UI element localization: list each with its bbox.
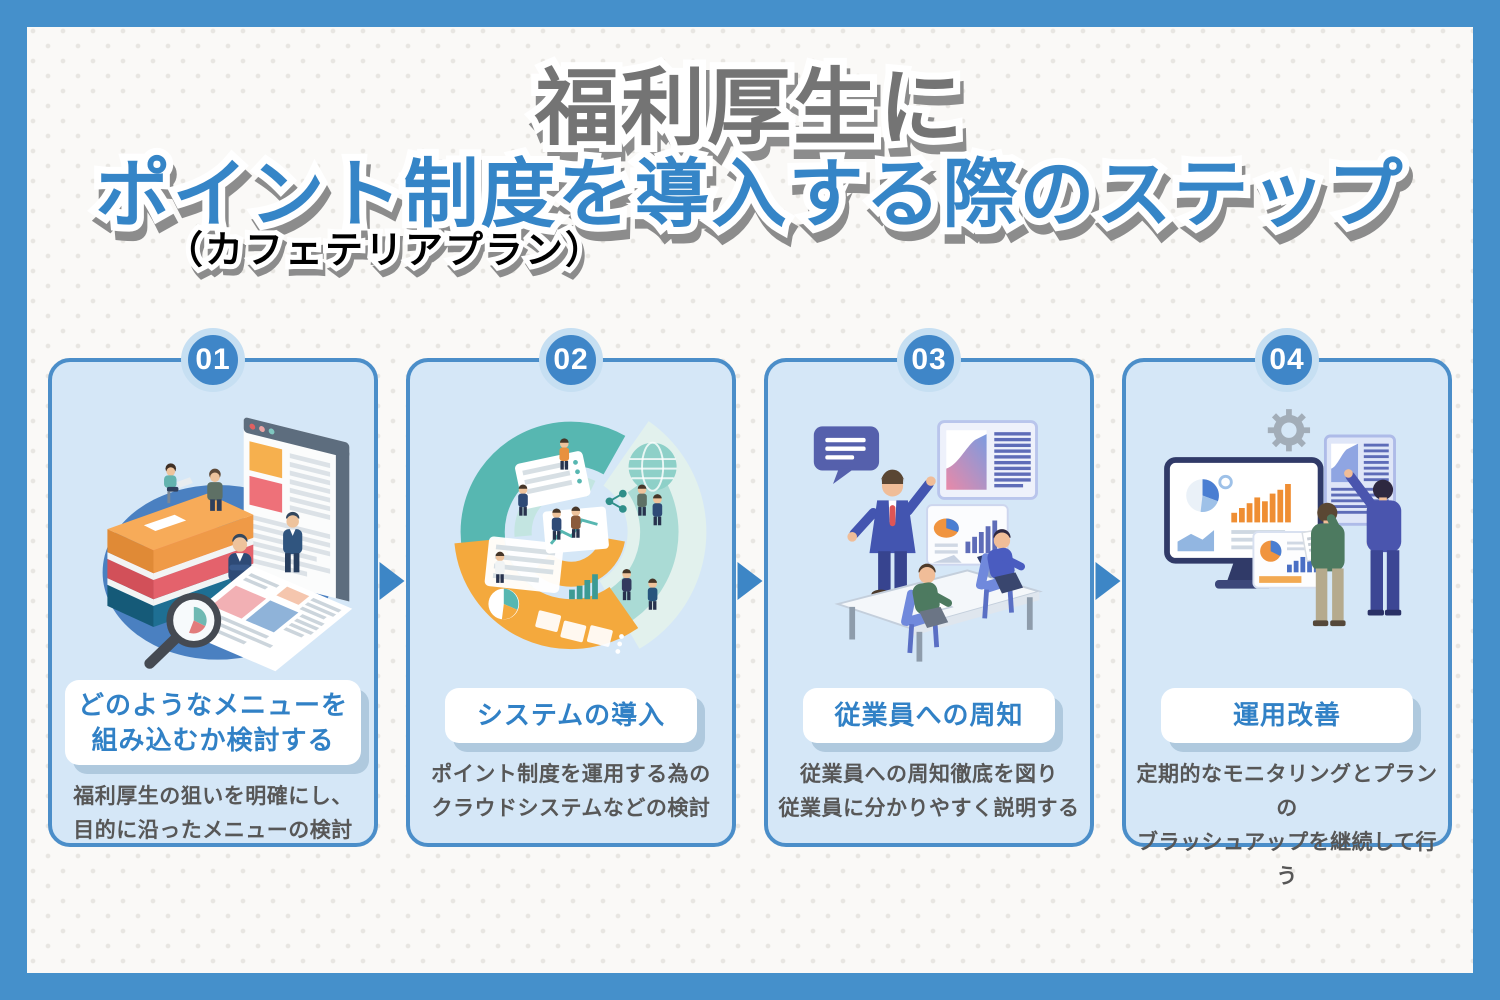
mini-bar-chart-icon <box>569 573 598 599</box>
step3-illustration <box>768 388 1090 676</box>
browser-window-icon <box>243 417 350 602</box>
step2-label: システムの導入 <box>445 687 697 743</box>
books-browser-magnifier-scene <box>102 417 353 671</box>
step1-number: 01 <box>195 342 231 376</box>
step3-label: 従業員への周知 <box>803 687 1055 743</box>
subtitle-row: （カフェテリアプラン） <box>160 225 1473 279</box>
step-card-2: 02 <box>406 327 736 847</box>
step1-illustration <box>52 388 374 676</box>
step4-desc-line1: 定期的なモニタリングとプランの <box>1136 762 1438 820</box>
step1-desc-line2: 目的に沿ったメニューの検討 <box>73 819 353 843</box>
step1-label: どのようなメニューを 組み込むか検討する <box>65 679 361 766</box>
step2-desc-line1: ポイント制度を運用する為の <box>431 762 711 786</box>
subtitle-text: （カフェテリアプラン） <box>160 225 608 276</box>
step1-desc-line1: 福利厚生の狙いを明確にし、 <box>73 785 353 809</box>
step3-description: 従業員への周知徹底を図り 従業員に分かりやすく説明する <box>774 758 1084 826</box>
circular-system-people-scene <box>435 396 707 668</box>
steps-row: 01 <box>27 327 1473 888</box>
step-gap <box>378 358 406 847</box>
step-card-4: 04 <box>1122 327 1452 888</box>
subtitle: （カフェテリアプラン） <box>160 225 608 279</box>
main-title-line2-text: ポイント制度を導入する際のステップ <box>88 146 1409 241</box>
step3-number-badge: 03 <box>897 327 961 392</box>
gear-icon <box>1267 408 1311 452</box>
orange-band-cards <box>535 610 624 654</box>
step-card-1: 01 <box>48 327 378 848</box>
people-on-books <box>164 463 223 511</box>
step2-label-line1: システムの導入 <box>476 699 666 730</box>
step2-number: 02 <box>553 342 589 376</box>
step-gap <box>1094 358 1122 847</box>
standing-person-right <box>283 511 303 573</box>
chart-panel-bottom <box>926 503 1009 566</box>
step2-desc-line2: クラウドシステムなどの検討 <box>431 796 711 820</box>
step1-label-line2: 組み込むか検討する <box>91 724 335 755</box>
panel-left <box>484 536 564 593</box>
next-step-arrow-icon <box>1095 561 1121 600</box>
step-gap <box>736 358 764 847</box>
step-card-3: 03 <box>764 327 1094 847</box>
main-title-line1-text: 福利厚生に <box>528 56 970 161</box>
step2-number-badge: 02 <box>539 327 603 392</box>
share-icon <box>605 489 627 513</box>
next-step-arrow-icon <box>379 561 405 600</box>
next-step-arrow-icon <box>737 561 763 600</box>
person-green-back <box>1311 502 1346 626</box>
step1-label-line1: どのようなメニューを <box>77 689 348 720</box>
person-blue-pointing <box>1344 468 1402 616</box>
step3-label-line1: 従業員への周知 <box>834 699 1024 730</box>
chart-panel-top <box>937 419 1038 500</box>
step4-label-line1: 運用改善 <box>1232 699 1341 730</box>
seated-person-green <box>901 563 953 653</box>
monitoring-dashboard-scene <box>1164 408 1402 626</box>
step4-desc-line2: ブラッシュアップを継続して行う <box>1137 830 1437 888</box>
step3-number: 03 <box>911 342 947 376</box>
step3-desc-line2: 従業員に分かりやすく説明する <box>778 796 1080 820</box>
seated-person-blue <box>975 528 1025 619</box>
step4-number: 04 <box>1269 342 1305 376</box>
step2-description: ポイント制度を運用する為の クラウドシステムなどの検討 <box>416 758 726 826</box>
main-title-line2: ポイント制度を導入する際のステップ <box>88 146 1409 245</box>
globe-icon <box>628 441 677 492</box>
speech-bubble-icon <box>813 426 880 484</box>
step4-label: 運用改善 <box>1161 687 1413 743</box>
presentation-meeting-scene <box>813 419 1043 662</box>
step2-illustration <box>410 388 732 676</box>
tiny-people <box>495 438 663 610</box>
title-block: 福利厚生に ポイント制度を導入する際のステップ （カフェテリアプラン） <box>27 27 1473 279</box>
magnifier-icon <box>144 592 222 669</box>
step4-illustration <box>1126 388 1448 676</box>
step1-description: 福利厚生の狙いを明確にし、 目的に沿ったメニューの検討 <box>58 780 368 848</box>
step3-desc-line1: 従業員への周知徹底を図り <box>800 762 1058 786</box>
mini-pie-icon <box>488 588 520 620</box>
step1-number-badge: 01 <box>181 327 245 392</box>
main-title-line1: 福利厚生に <box>528 56 970 164</box>
step4-description: 定期的なモニタリングとプランの ブラッシュアップを継続して行う <box>1132 758 1442 894</box>
step4-number-badge: 04 <box>1255 327 1319 392</box>
panel-top-left <box>515 450 591 509</box>
